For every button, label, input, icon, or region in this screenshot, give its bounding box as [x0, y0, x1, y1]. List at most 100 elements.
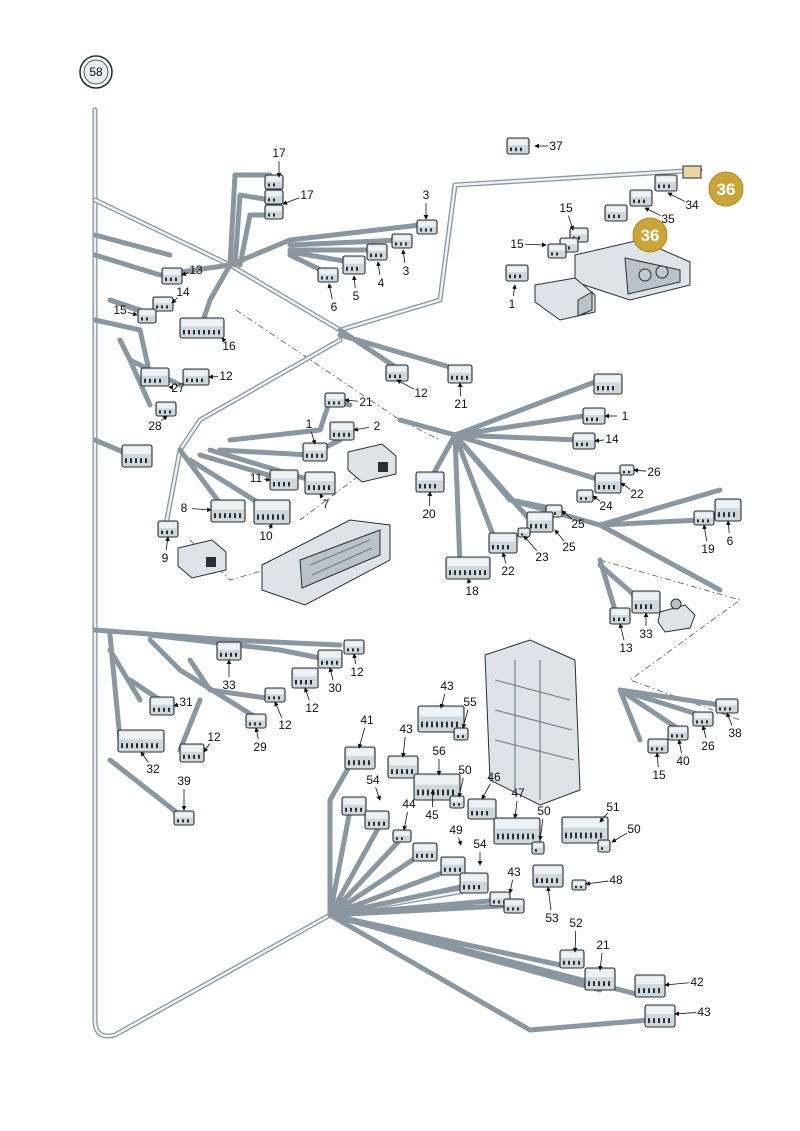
connector — [693, 510, 715, 526]
connector — [459, 872, 489, 894]
callout-label: 14 — [176, 285, 190, 299]
connector — [264, 174, 284, 190]
callout-label: 33 — [639, 627, 653, 641]
connector — [576, 489, 594, 503]
connector — [157, 520, 179, 538]
callout-label: 34 — [685, 198, 699, 212]
leader-line — [461, 709, 469, 729]
connector — [634, 974, 666, 998]
connector — [392, 829, 412, 843]
highlight-marker-36-b: 36 — [632, 217, 668, 253]
connector — [488, 532, 518, 554]
component-sensor-33 — [657, 598, 696, 633]
callout-label: 29 — [253, 740, 267, 754]
connector — [506, 137, 530, 155]
connector — [161, 267, 183, 285]
callout-label: 53 — [545, 911, 559, 925]
leader-line — [664, 982, 690, 988]
connector — [341, 796, 367, 816]
connector — [715, 698, 739, 714]
connector — [137, 308, 157, 324]
connector — [654, 174, 678, 192]
callout-label: 17 — [272, 146, 286, 160]
callout-label: 13 — [619, 641, 633, 655]
leader-line — [633, 468, 647, 473]
leader-line — [171, 297, 178, 304]
connector — [210, 499, 246, 523]
reference-number: 58 — [89, 65, 103, 79]
connector — [317, 267, 339, 283]
leader-line — [181, 271, 189, 276]
connector — [173, 810, 195, 826]
callout-label: 55 — [463, 695, 477, 709]
callout-label: 1 — [622, 409, 629, 423]
connector — [140, 367, 170, 387]
connector — [561, 816, 609, 844]
leader-line — [524, 242, 547, 248]
callout-label: 27 — [171, 381, 185, 395]
leader-line — [173, 702, 179, 708]
callout-label: 46 — [487, 770, 501, 784]
leader-line — [319, 493, 325, 499]
connector — [391, 233, 413, 249]
connector — [344, 746, 376, 770]
leader-line — [208, 374, 219, 380]
callout-label: 26 — [701, 739, 715, 753]
callout-label: 21 — [359, 395, 373, 409]
callout-label: 42 — [690, 975, 704, 989]
callout-label: 12 — [350, 665, 364, 679]
connector — [412, 842, 438, 862]
leader-line — [439, 693, 446, 709]
leader-line — [327, 283, 333, 300]
callout-label: 6 — [331, 300, 338, 314]
leader-line — [726, 520, 731, 534]
connector — [366, 243, 388, 261]
leader-line — [644, 207, 661, 216]
callout-label: 13 — [189, 263, 203, 277]
leader-line — [512, 284, 517, 297]
callout-label: 8 — [181, 501, 188, 515]
connector — [647, 738, 669, 754]
connector — [387, 755, 419, 779]
connector — [714, 498, 742, 522]
callout-label: 32 — [146, 762, 160, 776]
connector — [559, 949, 585, 969]
svg-text:36: 36 — [641, 226, 660, 245]
connector — [182, 368, 210, 386]
component-control-unit — [261, 519, 391, 606]
callout-label: 35 — [661, 212, 675, 226]
callout-label: 14 — [605, 432, 619, 446]
leader-line — [401, 736, 406, 758]
leader-line — [554, 529, 565, 542]
connector — [385, 364, 409, 382]
leader-line — [375, 787, 381, 801]
connector — [416, 219, 438, 235]
leader-line — [466, 578, 472, 584]
callout-label: 50 — [627, 822, 641, 836]
callout-label: 5 — [353, 289, 360, 303]
leader-line — [127, 311, 138, 317]
callout-label: 22 — [501, 564, 515, 578]
connector — [604, 204, 628, 222]
connector — [342, 255, 366, 275]
callout-label: 12 — [219, 369, 233, 383]
callout-label: 45 — [425, 808, 439, 822]
callout-label: 15 — [652, 768, 666, 782]
leader-line — [376, 261, 381, 276]
connector — [343, 639, 365, 655]
leader-line — [402, 811, 408, 831]
leader-line — [263, 477, 271, 482]
connector — [631, 590, 661, 614]
leader-line — [561, 510, 573, 520]
leader-line — [203, 743, 210, 753]
connector — [582, 407, 606, 425]
leader-line — [523, 535, 538, 552]
leader-line — [344, 397, 359, 403]
callout-label: 4 — [378, 276, 385, 290]
callout-label: 15 — [510, 237, 524, 251]
connector — [467, 798, 497, 820]
leader-line — [221, 337, 227, 343]
callout-label: 17 — [300, 188, 314, 202]
connector — [117, 729, 165, 753]
